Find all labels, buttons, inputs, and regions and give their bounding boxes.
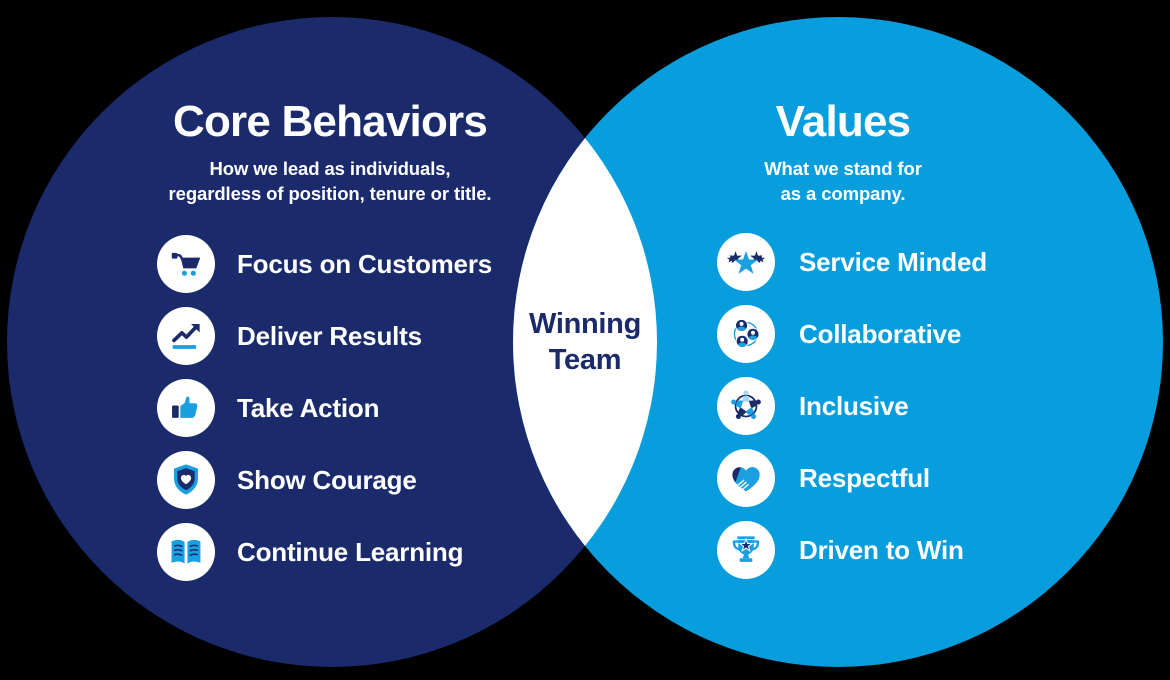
core-behaviors-subtitle: How we lead as individuals, regardless o… <box>90 156 570 206</box>
list-item: Take Action <box>157 379 492 437</box>
item-label: Focus on Customers <box>237 248 492 279</box>
item-label: Collaborative <box>799 318 962 349</box>
trophy-icon <box>717 521 775 579</box>
winning-team-label: Winning Team <box>495 306 675 378</box>
core-behaviors-title: Core Behaviors <box>172 97 488 146</box>
item-label: Driven to Win <box>799 534 964 565</box>
list-item: Continue Learning <box>157 523 492 581</box>
list-item: Deliver Results <box>157 307 492 365</box>
core-behaviors-header: Core Behaviors How we lead as individual… <box>90 97 570 206</box>
list-item: Driven to Win <box>717 521 987 579</box>
list-item: Collaborative <box>717 305 987 363</box>
item-label: Inclusive <box>799 390 909 421</box>
list-item: Inclusive <box>717 377 987 435</box>
winning-team-line1: Winning <box>529 308 641 340</box>
values-subtitle-line1: What we stand for <box>764 158 922 179</box>
list-item: Focus on Customers <box>157 235 492 293</box>
item-label: Take Action <box>237 392 380 423</box>
values-title: Values <box>775 97 911 146</box>
item-label: Respectful <box>799 462 930 493</box>
list-item: Service Minded <box>717 233 987 291</box>
core-behaviors-subtitle-line2: regardless of position, tenure or title. <box>168 183 492 204</box>
list-item: Respectful <box>717 449 987 507</box>
open-book-icon <box>157 523 215 581</box>
values-header: Values What we stand for as a company. <box>643 97 1043 206</box>
item-label: Show Courage <box>237 464 417 495</box>
core-behaviors-list: Focus on Customers Deliver Results Take … <box>157 235 492 595</box>
list-item: Show Courage <box>157 451 492 509</box>
item-label: Deliver Results <box>237 320 422 351</box>
thumbs-up-icon <box>157 379 215 437</box>
values-subtitle-line2: as a company. <box>780 183 906 204</box>
chart-up-icon <box>157 307 215 365</box>
values-subtitle: What we stand for as a company. <box>643 156 1043 206</box>
people-circle-icon <box>717 377 775 435</box>
values-list: Service Minded <box>717 233 987 593</box>
item-label: Continue Learning <box>237 536 464 567</box>
stars-icon <box>717 233 775 291</box>
right-circle-shape <box>513 17 1163 667</box>
shopping-cart-icon <box>157 235 215 293</box>
core-behaviors-subtitle-line1: How we lead as individuals, <box>209 158 451 179</box>
heart-handshake-icon <box>717 449 775 507</box>
item-label: Service Minded <box>799 246 987 277</box>
network-people-icon <box>717 305 775 363</box>
shield-heart-icon <box>157 451 215 509</box>
winning-team-line2: Team <box>548 344 622 376</box>
